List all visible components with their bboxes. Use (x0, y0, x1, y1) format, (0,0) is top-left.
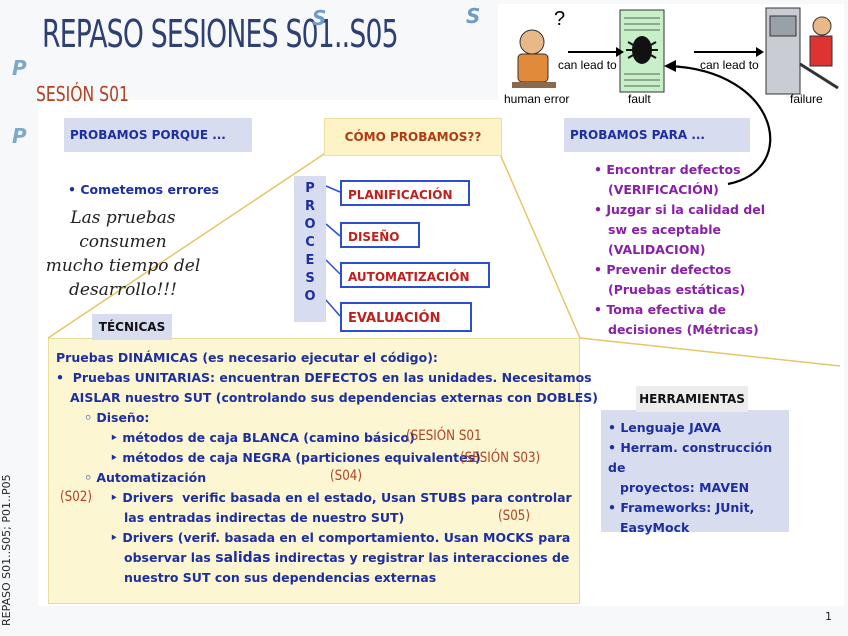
handwritten-line: desarrollo!!! (28, 278, 218, 302)
tec-line-text: observar las (124, 550, 211, 565)
handwritten-line: Las pruebas consumen (28, 206, 218, 254)
para-item-text: (VERIFICACIÓN) (594, 180, 784, 200)
para-header-text: PROBAMOS PARA ... (570, 128, 705, 142)
footer-text: REPASO S01..S05; P01..P05 (0, 474, 13, 626)
tec-line-text: Drivers (122, 490, 173, 505)
tec-line: las entradas indirectas de nuestro SUT) (124, 508, 404, 528)
para-item-text: Encontrar defectos (606, 162, 740, 177)
step-planificacion: PLANIFICACIÓN (340, 180, 470, 206)
proceso-letter: S (294, 270, 326, 288)
tec-line: ◦ Automatización (84, 468, 206, 488)
tec-line-text: (verif. basada en el comportamiento. Usa… (178, 530, 571, 545)
porque-bullet-text: Cometemos errores (80, 182, 219, 197)
annotation-s05: (S05) (498, 508, 530, 524)
tec-line-text: métodos de caja NEGRA (particiones equiv… (122, 450, 480, 465)
tec-line-text: verific basada en el estado, Usan STUBS … (182, 490, 572, 505)
herr-item-text: Frameworks: JUnit, (620, 500, 754, 515)
para-item-text: Juzgar si la calidad del (606, 202, 765, 217)
tec-line: ‣ métodos de caja NEGRA (particiones equ… (110, 448, 481, 468)
para-item-text: (Pruebas estáticas) (594, 280, 784, 300)
proceso-vertical-label: P R O C E S O (294, 176, 326, 322)
proceso-letter: O (294, 216, 326, 234)
herr-item-text: EasyMock (608, 518, 788, 538)
como-header: CÓMO PROBAMOS?? (324, 118, 502, 156)
tec-line: ‣ Drivers (verif. basada en el comportam… (110, 528, 570, 548)
para-item-text: sw es aceptable (594, 220, 784, 240)
herr-item: • Frameworks: JUnit, (608, 498, 788, 518)
para-item-text: Prevenir defectos (606, 262, 731, 277)
herr-item-text: Lenguaje JAVA (620, 420, 721, 435)
tec-line-text: Pruebas UNITARIAS: encuentran DEFECTOS e… (73, 370, 592, 385)
para-item: • Prevenir defectos (594, 260, 784, 280)
herr-item: • Herram. construcción de (608, 438, 788, 478)
annotation-s02: (S02) (60, 489, 92, 505)
page-number: 1 (825, 610, 832, 623)
tec-line-text: indirectas y registrar las interacciones… (270, 550, 569, 565)
tec-line: ‣ Drivers verific basada en el estado, U… (110, 488, 572, 508)
para-item: • Toma efectiva de (594, 300, 784, 320)
proceso-letter: P (294, 180, 326, 198)
step-diseno: DISEÑO (340, 222, 420, 248)
para-item: • Juzgar si la calidad del (594, 200, 784, 220)
tec-line-text: Diseño: (96, 410, 149, 425)
para-item-text: Toma efectiva de (606, 302, 726, 317)
para-item-text: (VALIDACION) (594, 240, 784, 260)
tec-line: nuestro SUT con sus dependencias externa… (124, 568, 436, 588)
para-item: • Encontrar defectos (594, 160, 784, 180)
para-header: PROBAMOS PARA ... (564, 118, 750, 152)
proceso-letter: R (294, 198, 326, 216)
tec-line: AISLAR nuestro SUT (controlando sus depe… (70, 388, 598, 408)
tec-line: • Pruebas UNITARIAS: encuentran DEFECTOS… (56, 368, 592, 388)
step-evaluacion: EVALUACIÓN (340, 302, 472, 332)
tec-line-text: salidas (215, 550, 270, 566)
tec-line: Pruebas DINÁMICAS (es necesario ejecutar… (56, 348, 438, 368)
tec-line-text: métodos de caja BLANCA (camino básico) (122, 430, 414, 445)
handwritten-line: mucho tiempo del (28, 254, 218, 278)
proceso-letter: O (294, 288, 326, 306)
tec-line-text: Drivers (122, 530, 173, 545)
tec-line: ‣ métodos de caja BLANCA (camino básico) (110, 428, 415, 448)
para-list: • Encontrar defectos (VERIFICACIÓN) • Ju… (594, 160, 784, 340)
tecnicas-label: TÉCNICAS (92, 314, 172, 340)
annotation-s04: (S04) (330, 468, 362, 484)
herramientas-label: HERRAMIENTAS (636, 386, 748, 412)
porque-header: PROBAMOS PORQUE ... (64, 118, 252, 152)
porque-header-text: PROBAMOS PORQUE ... (70, 128, 226, 142)
tec-line: observar las salidas indirectas y regist… (124, 548, 569, 568)
herramientas-list: • Lenguaje JAVA • Herram. construcción d… (608, 418, 788, 538)
tec-line-text: Automatización (96, 470, 206, 485)
herr-item-text: Herram. construcción de (608, 440, 772, 475)
annotation-s03: (SESIÓN S03) (460, 450, 540, 466)
proceso-letter: C (294, 234, 326, 252)
para-item-text: decisiones (Métricas) (594, 320, 784, 340)
porque-bullet: • Cometemos errores (68, 182, 219, 197)
tec-line: ◦ Diseño: (84, 408, 149, 428)
handwritten-note: Las pruebas consumen mucho tiempo del de… (28, 206, 218, 302)
herr-item: • Lenguaje JAVA (608, 418, 788, 438)
proceso-letter: E (294, 252, 326, 270)
step-automatizacion: AUTOMATIZACIÓN (340, 262, 490, 288)
herr-item-text: proyectos: MAVEN (608, 478, 788, 498)
annotation-s01: (SESIÓN S01 (406, 428, 482, 444)
